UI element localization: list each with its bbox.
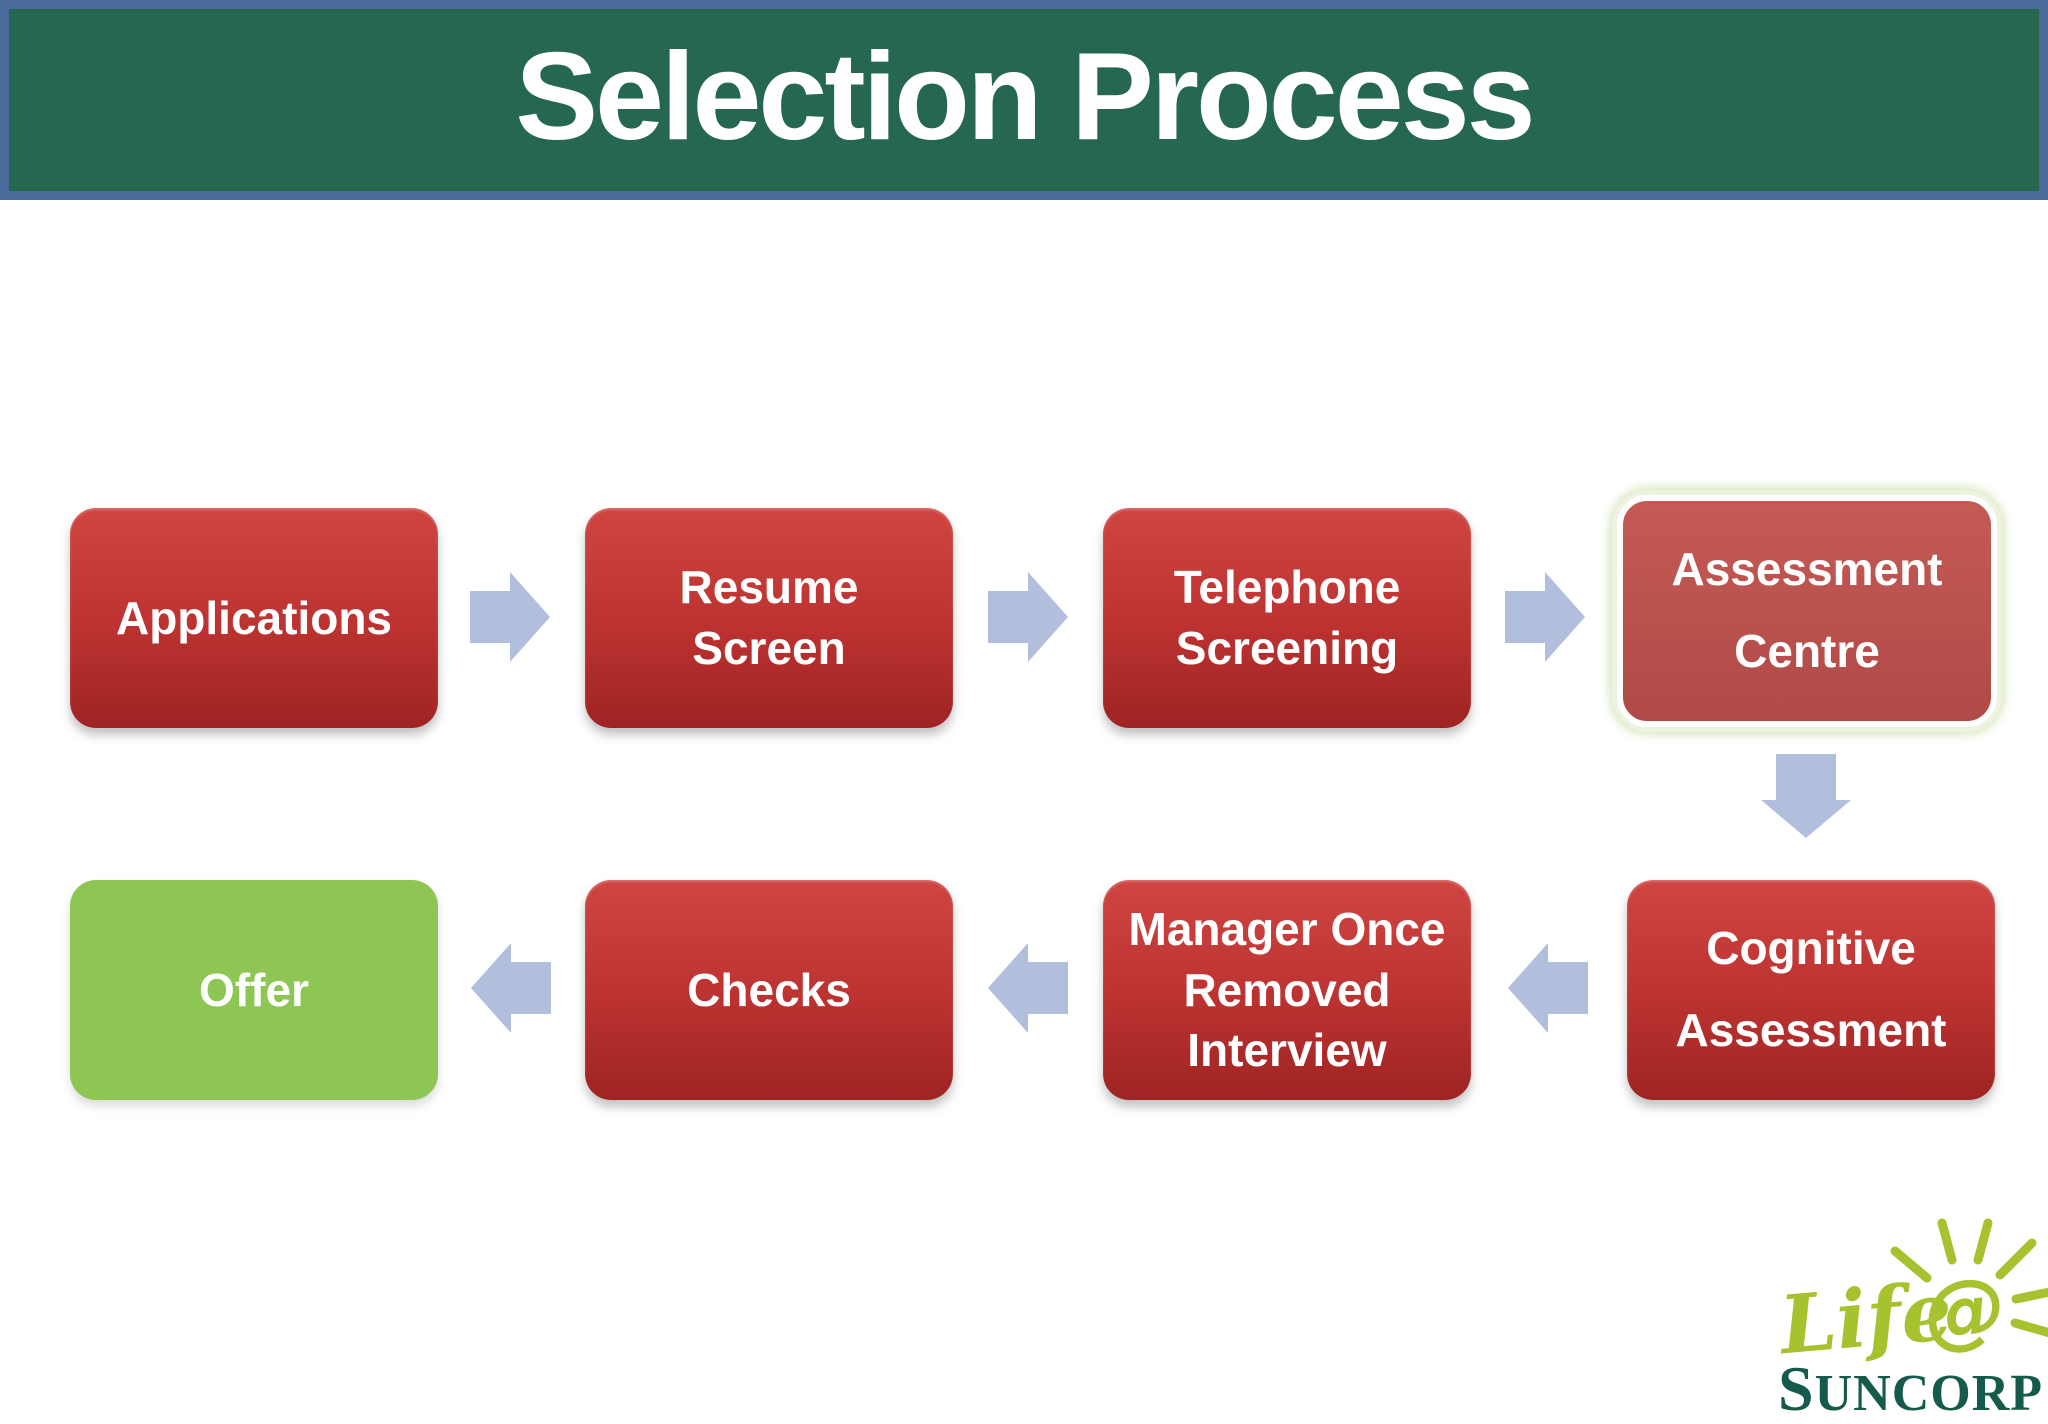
arrow-right-icon [470, 572, 550, 662]
step-label: Applications [115, 591, 393, 644]
page-title: Selection Process [515, 28, 1535, 166]
logo-at-sun-icon: @ [1919, 1258, 2011, 1363]
suncorp-logo: Life @ SUNCORP [1776, 1218, 2048, 1422]
flow-step-resume-screen: Resume Screen [585, 508, 953, 728]
step-label: Cognitive [1706, 922, 1916, 975]
step-label: Assessment [1671, 543, 1943, 596]
flow-step-manager-once-removed-interview: Manager Once Removed Interview [1103, 880, 1471, 1100]
arrow-left-icon [471, 943, 551, 1033]
step-label: Screen [692, 622, 846, 674]
step-label: Removed [1183, 963, 1391, 1016]
arrow-right-icon [988, 572, 1068, 662]
flow-step-cognitive-assessment: Cognitive Assessment [1627, 880, 1995, 1100]
flow-step-telephone-screening: Telephone Screening [1103, 508, 1471, 728]
arrow-left-icon [988, 943, 1068, 1033]
step-label: Offer [199, 963, 309, 1016]
title-banner: Selection Process [0, 0, 2048, 200]
step-label: Manager Once [1128, 902, 1446, 955]
sun-rays-icon [1890, 1218, 2048, 1338]
flow-step-applications: Applications [70, 508, 438, 728]
flow-step-assessment-centre-highlight: Assessment Centre [1612, 490, 2002, 732]
step-label: Assessment [1675, 1004, 1947, 1056]
step-label: Telephone [1173, 561, 1401, 614]
arrow-right-icon [1505, 572, 1585, 662]
step-label: Screening [1175, 622, 1399, 674]
step-label: Resume [679, 561, 859, 614]
flow-step-offer: Offer [70, 880, 438, 1100]
arrow-left-icon [1508, 943, 1588, 1033]
step-label: Checks [687, 963, 851, 1016]
flow-step-assessment-centre: Assessment Centre [1617, 495, 1997, 727]
logo-company-name: SUNCORP [1778, 1353, 2044, 1424]
step-label: Interview [1187, 1024, 1387, 1077]
flow-step-checks: Checks [585, 880, 953, 1100]
step-label: Centre [1734, 625, 1880, 677]
arrow-down-icon [1761, 754, 1851, 838]
